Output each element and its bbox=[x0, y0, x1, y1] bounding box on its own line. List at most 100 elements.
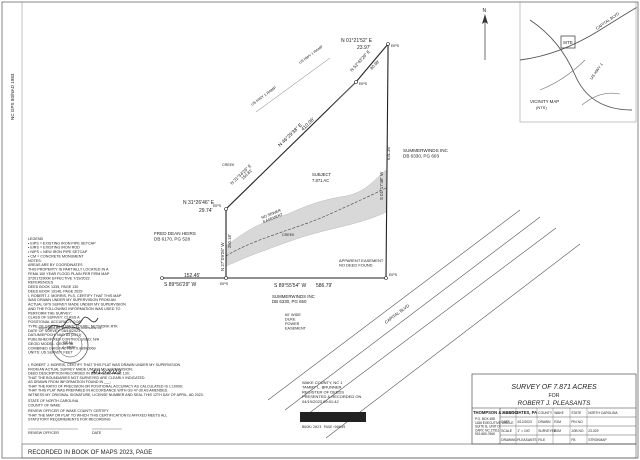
monument-marker bbox=[354, 80, 358, 84]
vicinity-road-1-label: US HWY 1 bbox=[589, 61, 605, 80]
seal-ring-text: NORTH CAROLINA · PROFESSIONAL LAND SURVE… bbox=[39, 327, 102, 330]
legend-and-notes: LEGEND• EIPS = EXISTING IRON PIPE SETCAP… bbox=[28, 237, 126, 355]
vicinity-map-title: VICINITY MAP bbox=[530, 99, 559, 104]
parcel-area: 7.871 AC bbox=[312, 178, 329, 183]
surveyor-certification: I, ROBERT J. MORRIS, CERTIFY THAT THIS P… bbox=[28, 363, 204, 397]
barcode: BOOK:2023 PAGE:00049 bbox=[300, 412, 366, 429]
bearing-north-top: N 01°21'52" E bbox=[341, 38, 373, 44]
highway-edge-2 bbox=[284, 216, 541, 411]
north-arrow: N bbox=[482, 8, 488, 60]
survey-for: FOR bbox=[549, 393, 560, 399]
road-row-label: US HWY 1 RAMP bbox=[298, 44, 324, 64]
seal-inner-ring bbox=[57, 332, 83, 358]
monument-marker bbox=[224, 276, 228, 280]
vicinity-road-2 bbox=[519, 7, 637, 61]
creek-label: CREEK bbox=[282, 233, 295, 237]
vicinity-map-frame bbox=[519, 1, 637, 123]
title-block-field-value: RJM bbox=[554, 420, 561, 424]
title-block-field-value: PLEASANTS bbox=[517, 438, 537, 442]
monument-marker bbox=[160, 276, 164, 280]
ramp-line bbox=[255, 57, 331, 113]
row-line bbox=[329, 81, 357, 109]
distance-ne-line: 80.98' bbox=[369, 59, 380, 71]
title-block-field-label: DRAWING bbox=[501, 438, 517, 442]
vicinity-map-scale: (NTS) bbox=[536, 105, 547, 110]
title-block-field-label: FILE bbox=[538, 438, 546, 442]
distance-south-line: 586.79' bbox=[316, 283, 332, 289]
iron-mark-label: EIPS bbox=[389, 273, 398, 277]
highway-edge-1 bbox=[267, 209, 521, 401]
distance-main-diagonal: 410.06' bbox=[300, 117, 316, 133]
title-block-field-value: NORTH CAROLINA bbox=[588, 411, 618, 415]
title-block-field-label: SURVEYED bbox=[538, 429, 557, 433]
title-block-field-label: SCALE bbox=[501, 429, 513, 433]
vicinity-site-label: SITE bbox=[563, 40, 573, 45]
title-block-field-value: WAKE bbox=[554, 411, 564, 415]
barcode-bars bbox=[300, 412, 366, 422]
firm-name: THOMPSON & ASSOCIATES, PA bbox=[473, 410, 537, 415]
title-block-field-value: 23-029 bbox=[588, 429, 598, 433]
review-officer-label: REVIEW OFFICER bbox=[28, 431, 59, 435]
sewer-label: NO SEWEREASEMENT bbox=[261, 208, 284, 224]
title-block: SURVEY OF 7.871 ACRES FOR ROBERT J. PLEA… bbox=[471, 373, 637, 445]
creek-centerline bbox=[225, 187, 387, 257]
iron-mark-label: EIPS bbox=[213, 204, 222, 208]
title-block-field-value: 4/12/2023 bbox=[517, 420, 532, 424]
vicinity-road-4 bbox=[581, 92, 621, 106]
title-block-field-value: RJM bbox=[554, 429, 561, 433]
bearing-ne-line: N 52°43'29" E bbox=[349, 49, 371, 73]
bearing-south-line: S 89°55'54" W bbox=[274, 283, 307, 289]
adjoiner-north: US HWY 1 RAMP bbox=[250, 85, 277, 106]
parcel-label: SUBJECT bbox=[312, 172, 332, 177]
review-date-label: DATE bbox=[92, 431, 102, 435]
title-block-field-value: 1" = 100' bbox=[517, 429, 530, 433]
title-block-field-label: FB bbox=[571, 438, 576, 442]
title-block-field-label: TOWNSHIP bbox=[501, 411, 520, 415]
title-block-field-label: COUNTY bbox=[538, 411, 553, 415]
margin-datum-text: NC GPS 80/NAD 1983 bbox=[10, 73, 15, 120]
highway-edge-3 bbox=[299, 227, 557, 421]
distance-west: 29.74' bbox=[199, 208, 213, 214]
title-block-field-label: DRAWN bbox=[538, 420, 551, 424]
bearing-west-line: N 27°09'26" W bbox=[220, 242, 225, 271]
monument-marker bbox=[386, 42, 390, 46]
vicinity-road-3 bbox=[539, 59, 586, 91]
creek-label-upper: CREEK bbox=[222, 163, 235, 167]
title-block-field-value: STROKMAP bbox=[588, 438, 607, 442]
distance-east-line: 631.35' bbox=[386, 146, 391, 160]
monument-marker bbox=[384, 276, 388, 280]
bearing-east-line: S 01°17'48" W bbox=[379, 171, 384, 200]
owner-name: ROBERT J. PLEASANTS bbox=[518, 400, 591, 407]
barcode-text: BOOK:2023 PAGE:00049 bbox=[302, 425, 345, 429]
handwritten-signature bbox=[47, 316, 99, 331]
distance-north-top: 23.97' bbox=[357, 45, 371, 51]
creek-shaded-area bbox=[225, 169, 387, 267]
monument-marker bbox=[224, 207, 228, 211]
title-block-field-label: JOB NO. bbox=[571, 429, 584, 433]
iron-mark-label: EIPS bbox=[391, 44, 400, 48]
vicinity-map: SITE US HWY 1 CAPITAL BLVD VICINITY MAP … bbox=[519, 1, 637, 123]
bearing-main-diagonal: N 46°29'38" E bbox=[277, 122, 304, 148]
vicinity-road-2-label: CAPITAL BLVD bbox=[595, 11, 620, 31]
title-block-field-label: PIN NO. bbox=[571, 420, 583, 424]
distance-west-line: 250.18' bbox=[227, 234, 232, 248]
title-block-field-label: DATE bbox=[501, 420, 510, 424]
north-arrow-head bbox=[482, 14, 488, 24]
highway-edge-4 bbox=[325, 243, 581, 439]
seal-outer-ring bbox=[51, 326, 89, 364]
footer-bar bbox=[21, 443, 637, 459]
bearing-west: N 31°26'46" E bbox=[183, 200, 215, 206]
vicinity-site-box bbox=[560, 35, 576, 49]
highway-label: CAPITAL BLVD bbox=[384, 303, 411, 325]
